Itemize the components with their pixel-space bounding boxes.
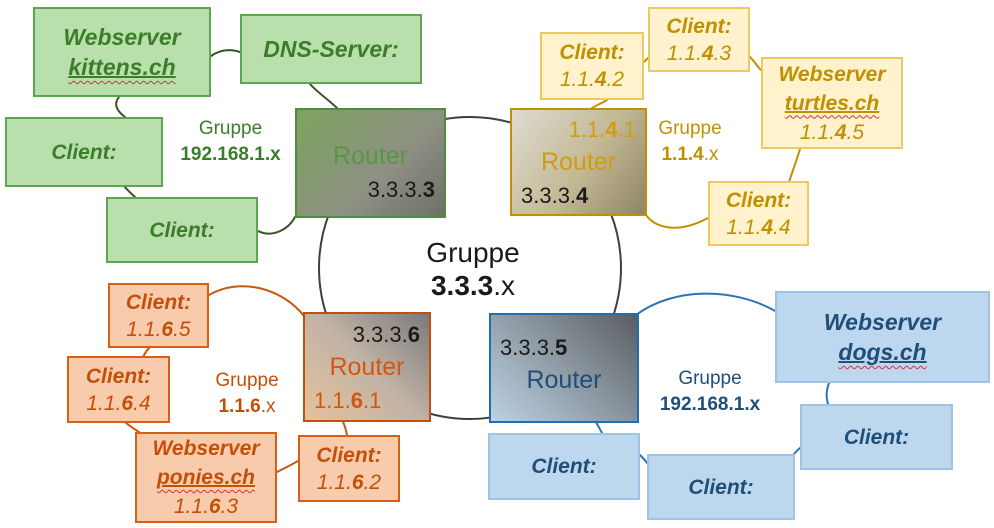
orange-link-client4-webserver [125, 422, 140, 433]
orange-group-net: 1.1.6.x [218, 396, 276, 417]
blue-webserver-domain: dogs.ch [838, 339, 927, 365]
green-group-word: Gruppe [198, 118, 263, 139]
blue-webserver-title: Webserver [823, 309, 942, 335]
yellow-webserver-box: Webserver turtles.ch 1.1.4.5 [761, 57, 903, 149]
green-client-b-label: Client: [149, 218, 215, 242]
backbone-group-net: 3.3.3.x [430, 270, 516, 301]
orange-client-5-label: Client: [125, 290, 192, 314]
green-router-box: Router 3.3.3.3 [295, 108, 446, 218]
blue-client-a-box: Client: [488, 433, 640, 500]
yellow-group-label: Gruppe 1.1.4.x [628, 116, 752, 168]
orange-client-5-box: Client: 1.1.6.5 [108, 283, 209, 348]
blue-router-box: 3.3.3.5 Router [489, 313, 639, 423]
yellow-group-word: Gruppe [658, 118, 722, 139]
orange-webserver-domain: ponies.ch [156, 466, 256, 489]
green-webserver-box: Webserver kittens.ch [33, 7, 211, 97]
green-link-client-router [257, 216, 296, 235]
green-router-wan-ip: 3.3.3.3 [367, 177, 435, 202]
yellow-webserver-domain: turtles.ch [784, 91, 880, 115]
green-link-webserver-dns [210, 49, 241, 57]
blue-client-b-label: Client: [688, 475, 754, 499]
orange-client-4-ip: 1.1.6.4 [86, 391, 151, 415]
blue-group-label: Gruppe 192.168.1.x [645, 366, 775, 418]
yellow-webserver-title: Webserver [778, 62, 886, 86]
blue-link-clienta-clientb [639, 454, 648, 464]
yellow-client-2-box: Client: 1.1.4.2 [540, 32, 644, 100]
green-group-label: Gruppe 192.168.1.x [163, 116, 298, 168]
green-client-b-box: Client: [106, 197, 258, 263]
orange-group-word: Gruppe [215, 370, 279, 391]
green-client-a-label: Client: [51, 140, 117, 164]
orange-client-5-ip: 1.1.6.5 [126, 317, 191, 341]
blue-router-wan-ip: 3.3.3.5 [500, 335, 568, 360]
orange-client-4-label: Client: [85, 364, 152, 388]
yellow-link-client2-router [591, 99, 608, 109]
orange-webserver-ip: 1.1.6.3 [173, 495, 239, 518]
orange-link-webserver-client2 [276, 460, 299, 473]
blue-client-c-box: Client: [800, 404, 953, 470]
yellow-client-4-box: Client: 1.1.4.4 [708, 181, 809, 246]
backbone-group-label: Gruppe 3.3.3.x [392, 236, 554, 302]
orange-link-client5-router [208, 285, 305, 317]
yellow-group-net: 1.1.4.x [661, 144, 719, 165]
yellow-client-3-ip: 1.1.4.3 [666, 41, 732, 65]
green-dns-box: DNS-Server: [240, 14, 422, 84]
backbone-ring [318, 116, 622, 420]
orange-webserver-title: Webserver [152, 437, 260, 460]
green-webserver-title: Webserver [63, 24, 181, 50]
green-dns-label: DNS-Server: [263, 36, 399, 62]
yellow-webserver-ip: 1.1.4.5 [799, 120, 865, 144]
yellow-router-box: 1.1.4.1 Router 3.3.3.4 [510, 108, 647, 216]
blue-link-router-webserver [635, 292, 778, 316]
orange-client-2-label: Client: [316, 443, 382, 467]
green-router-name: Router [332, 142, 409, 170]
yellow-client-2-ip: 1.1.4.2 [559, 68, 625, 91]
blue-client-b-box: Client: [647, 454, 795, 520]
orange-router-wan-ip: 3.3.3.6 [352, 321, 420, 347]
green-webserver-domain: kittens.ch [68, 54, 176, 80]
orange-router-name: Router [329, 352, 405, 381]
yellow-link-client3-webserver [749, 56, 762, 71]
orange-router-box: 3.3.3.6 Router 1.1.6.1 [303, 312, 431, 422]
yellow-router-wan-ip: 3.3.3.4 [521, 182, 589, 208]
yellow-client-4-label: Client: [725, 188, 792, 212]
yellow-client-4-ip: 1.1.4.4 [726, 215, 791, 239]
blue-link-webserver-client [825, 382, 830, 405]
backbone-group-word: Gruppe [426, 237, 520, 268]
blue-client-a-label: Client: [531, 455, 597, 478]
yellow-router-name: Router [540, 147, 617, 176]
blue-group-word: Gruppe [678, 368, 742, 389]
blue-webserver-box: Webserver dogs.ch [775, 291, 990, 383]
orange-client-4-box: Client: 1.1.6.4 [67, 356, 170, 423]
yellow-link-client4-router [643, 211, 709, 229]
blue-client-c-label: Client: [843, 425, 910, 449]
orange-link-router-client2 [342, 421, 348, 436]
orange-webserver-box: Webserver ponies.ch 1.1.6.3 [135, 432, 277, 523]
green-link-dns-router [309, 83, 338, 109]
green-client-a-box: Client: [5, 117, 163, 187]
blue-router-name: Router [526, 366, 602, 394]
green-link-webserver-client [115, 96, 126, 118]
orange-router-lan-ip: 1.1.6.1 [314, 387, 382, 413]
yellow-link-webserver-client4 [788, 148, 801, 183]
orange-group-label: Gruppe 1.1.6.x [186, 368, 308, 420]
orange-client-2-box: Client: 1.1.6.2 [298, 435, 400, 502]
orange-client-2-ip: 1.1.6.2 [316, 470, 382, 494]
yellow-client-2-label: Client: [559, 41, 625, 64]
green-group-net: 192.168.1.x [180, 144, 281, 165]
yellow-client-3-box: Client: 1.1.4.3 [648, 7, 750, 72]
yellow-client-3-label: Client: [666, 14, 732, 38]
blue-group-net: 192.168.1.x [659, 394, 761, 415]
blue-link-router-clienta [595, 421, 603, 434]
yellow-router-lan-ip: 1.1.4.1 [568, 116, 636, 142]
